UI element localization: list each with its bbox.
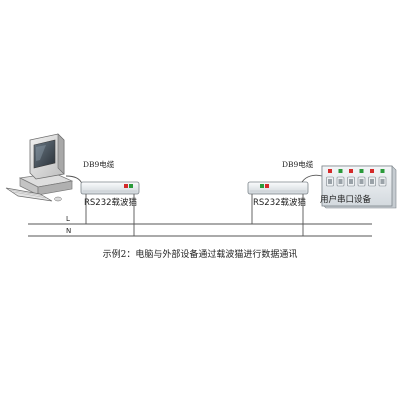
device-indicator-led (359, 169, 364, 173)
device-indicator-led (380, 169, 385, 173)
device-port-socket (380, 179, 385, 184)
db9-cable-right (301, 174, 323, 183)
modem-label-right: RS232载波猫 (253, 197, 307, 208)
device-port-socket (359, 179, 364, 184)
db9-cable-label-left: DB9电缆 (83, 159, 115, 169)
line-n-label: N (66, 227, 71, 235)
mouse (54, 196, 62, 202)
monitor-screen (33, 139, 56, 169)
led-green-right (260, 184, 264, 188)
rs232-modem-right (247, 181, 309, 195)
user-serial-device (321, 165, 397, 209)
device-indicator-led (370, 169, 374, 173)
device-indicators (328, 169, 385, 173)
device-indicator-led (328, 169, 332, 173)
computer (5, 133, 74, 202)
device-ports (326, 176, 387, 187)
device-port-socket (338, 179, 343, 184)
diagram-caption: 示例2：电脑与外部设备通过载波猫进行数据通讯 (103, 248, 298, 260)
db9-cable-label-right: DB9电缆 (282, 159, 314, 169)
device-port-socket (349, 179, 353, 184)
led-red-right (265, 184, 269, 188)
device-port-socket (370, 179, 374, 184)
rs232-modem-left (80, 181, 140, 195)
device-indicator-led (338, 169, 343, 173)
led-green-left (129, 184, 133, 188)
led-red-left (124, 184, 128, 188)
modem-label-left: RS232载波猫 (84, 197, 138, 208)
user-device-label: 用户串口设备 (320, 194, 372, 205)
device-port-socket (328, 179, 332, 184)
line-l-label: L (66, 215, 70, 223)
device-indicator-led (349, 169, 353, 173)
